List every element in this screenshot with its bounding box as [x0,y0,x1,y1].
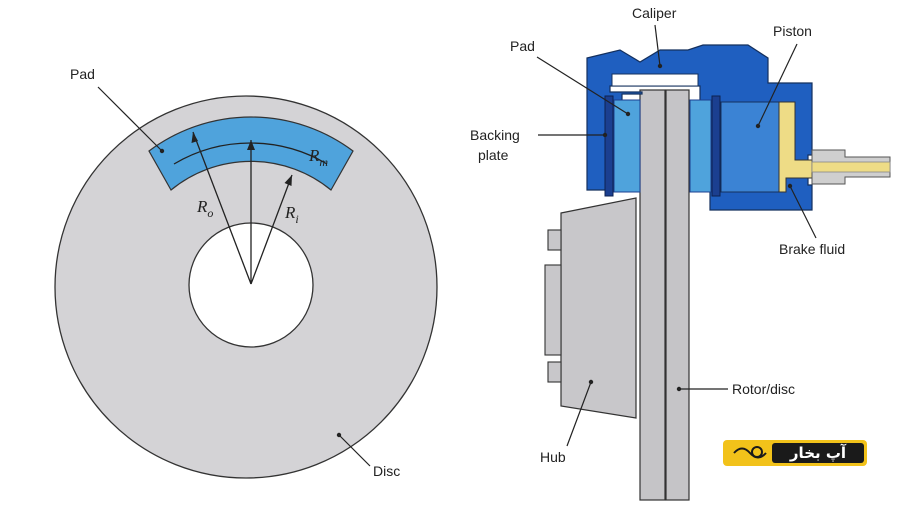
leader-piston [757,43,798,127]
hub-stud-bottom [547,361,562,383]
label-disc: Disc [373,463,400,479]
leader-pad-right [536,56,629,115]
radius-arrowheads [191,132,292,186]
leader-pad-left [97,86,163,152]
hub-flange [544,264,562,356]
rotor-plate-inner [639,89,666,501]
leader-dot-backing [602,132,608,138]
brake-line-fluid [811,161,891,173]
label-backing-line2: plate [478,147,509,163]
backing-plate-left [604,95,614,197]
label-hub: Hub [540,449,566,465]
hub-stud-top [547,229,562,251]
label-pad-right: Pad [510,38,535,54]
leader-dot-hub [588,379,594,385]
disc-pad-diagram: Pad Rm Ro Ri Disc [54,66,438,479]
label-caliper: Caliper [632,5,677,21]
piston [720,101,780,193]
leader-dot-piston [755,123,761,129]
label-brake-fluid: Brake fluid [779,241,845,257]
pad-right [689,99,712,193]
watermark-logo: آپ بخار [723,440,867,466]
backing-plate-right [711,95,721,197]
radius-arrows [192,131,293,285]
leader-dot-rotor [676,386,682,392]
leader-dot-pad-right [625,111,631,117]
leader-hub [566,381,592,447]
leader-caliper [654,24,661,67]
label-r-o: Ro [196,197,213,220]
leader-brake-fluid [789,185,817,239]
logo-text-box [772,443,864,463]
label-rotor-disc: Rotor/disc [732,381,795,397]
logo-steam-icon [733,446,767,459]
label-backing-line1: Backing [470,127,520,143]
logo-text: آپ بخار [789,444,847,462]
leader-dot-pad-left [159,148,165,154]
rotor-plate-outer [665,89,690,501]
label-piston: Piston [773,23,812,39]
label-r-m: Rm [308,146,328,169]
leader-dot-brake-fluid [787,183,793,189]
hub [560,197,637,419]
leader-dot-caliper [657,63,663,69]
caliper-diagram: Caliper Piston Pad Backing plate Brake f… [470,5,891,501]
label-r-i: Ri [284,203,299,226]
caliper-bridge-gap [611,73,699,87]
label-pad-left: Pad [70,66,95,82]
leader-disc [338,434,371,467]
